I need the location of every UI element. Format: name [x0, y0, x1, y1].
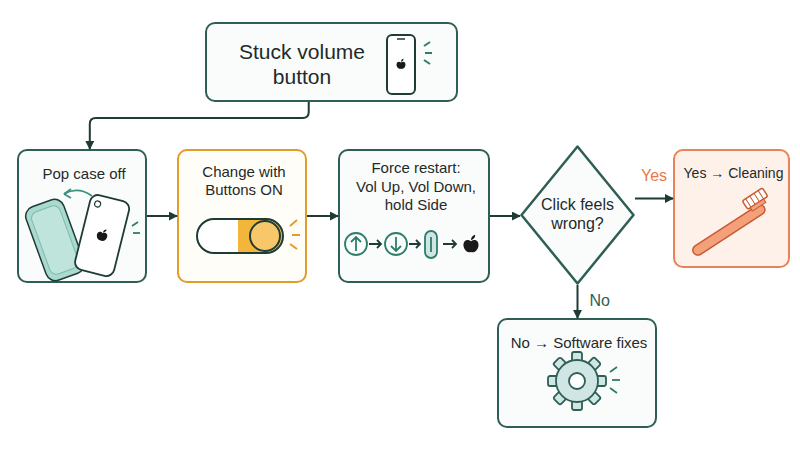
process-box: Force restart:Vol Up, Vol Down, hold Sid… [338, 149, 490, 283]
edge-label: Yes [641, 167, 667, 185]
node-label: Force restart: [346, 159, 486, 177]
node-label: No → Software fixes [504, 334, 654, 352]
node-label: Change with Buttons ON [187, 163, 301, 199]
flow-arrow [90, 102, 309, 149]
node-label: Stuck volume button [221, 39, 383, 89]
diamond-outline [520, 145, 635, 285]
outcome-box: No → Software fixes [497, 318, 657, 428]
toggle-switch [197, 219, 300, 253]
case-phone-illustration [23, 189, 140, 283]
phone-icon [387, 35, 432, 94]
toothbrush-illustration [684, 188, 774, 257]
node-body: Vol Up, Vol Down, hold Side [346, 178, 486, 214]
node-label: Pop case off [25, 165, 143, 183]
button-sequence-icons [345, 231, 479, 258]
flow-arrow [147, 215, 177, 217]
flow-arrow [577, 285, 579, 318]
edge-label: No [590, 292, 610, 310]
flow-arrow [307, 215, 338, 217]
decision-diamond: Click feels wrong? [520, 145, 635, 285]
flow-arrow [490, 215, 520, 217]
process-box: Change with Buttons ON [177, 149, 307, 283]
flow-arrow [635, 198, 673, 200]
gear-icon [548, 352, 620, 410]
start-box: Stuck volume button [205, 22, 458, 102]
node-label: Yes → Cleaning [678, 165, 789, 182]
node-label: Click feels wrong? [535, 195, 620, 233]
process-box: Pop case off [17, 149, 147, 283]
outcome-box: Yes → Cleaning [673, 149, 790, 268]
